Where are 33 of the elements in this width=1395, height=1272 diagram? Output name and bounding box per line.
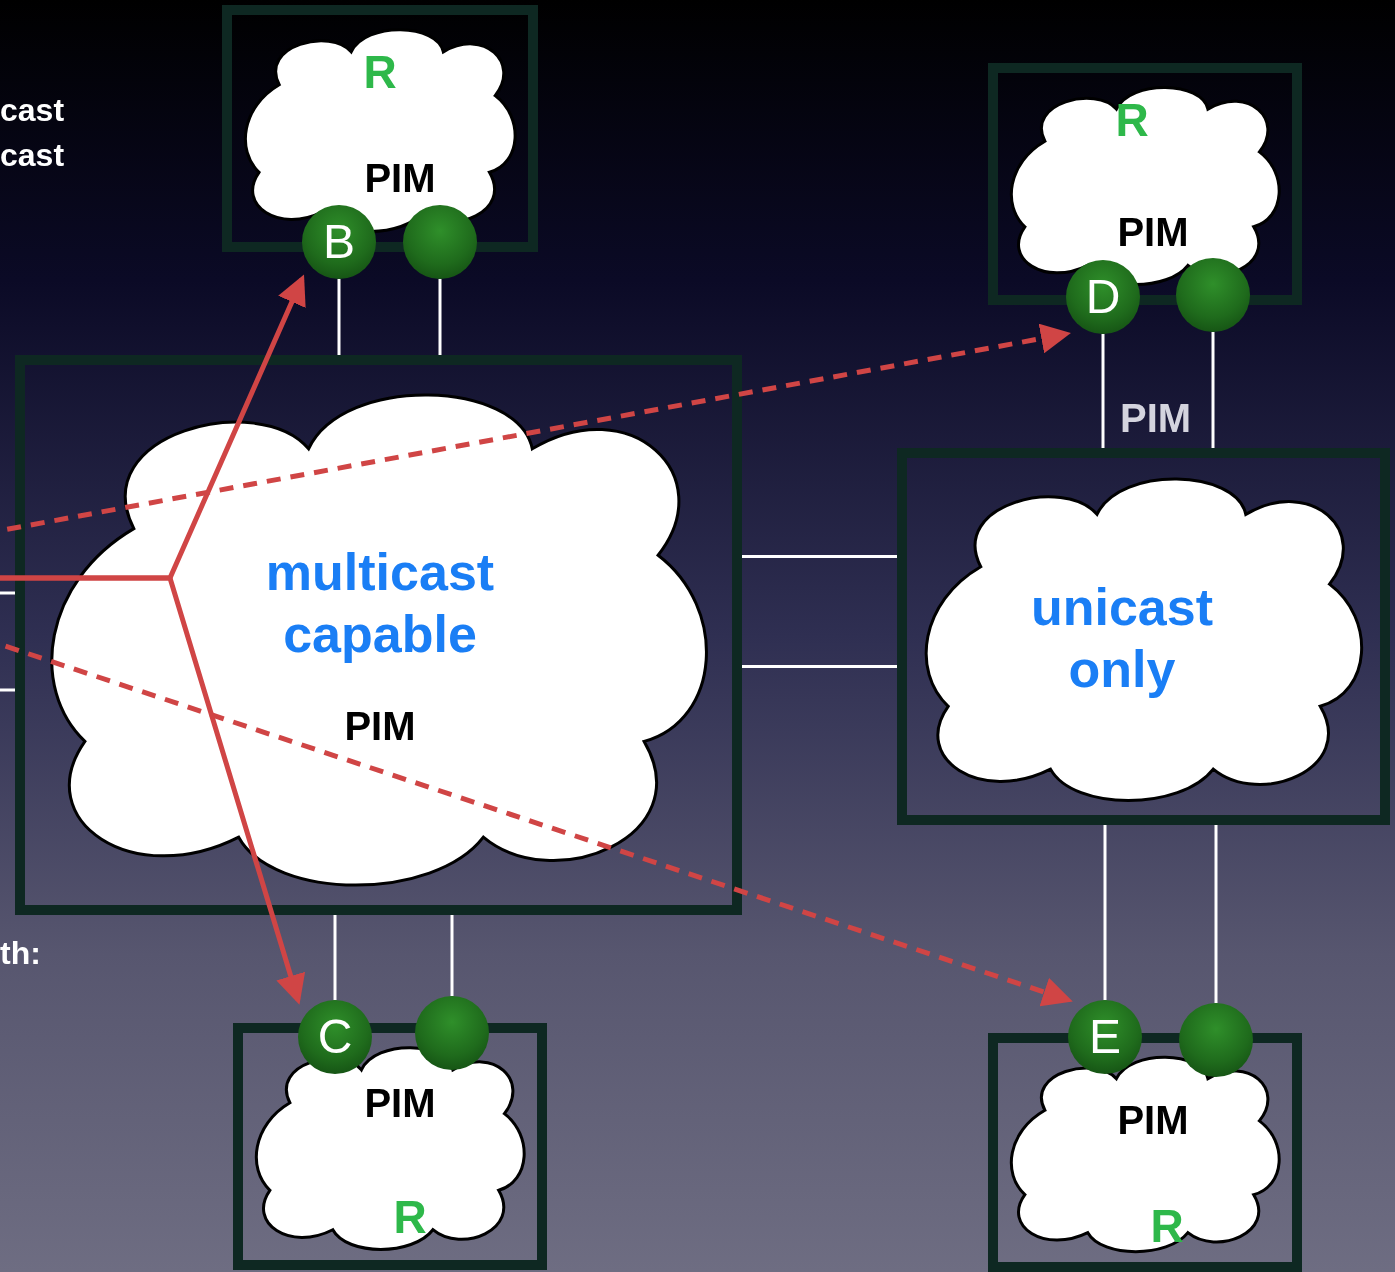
protocol-label: PIM	[363, 155, 437, 202]
arrow	[0, 575, 306, 1005]
link-line	[450, 915, 454, 996]
text-label: th:	[0, 935, 41, 972]
link-line	[1101, 334, 1105, 448]
link-line	[1214, 825, 1218, 1003]
link-line	[438, 279, 442, 355]
text-label: cast	[0, 137, 65, 174]
interface-circle: D	[1066, 260, 1140, 334]
link-line	[337, 279, 341, 355]
interface-circle: E	[1068, 1000, 1142, 1074]
router-letter: R	[362, 45, 398, 100]
link-line	[1103, 825, 1107, 1000]
interface-circle: C	[298, 1000, 372, 1074]
network-label: unicast only	[1029, 577, 1215, 701]
link-line	[742, 665, 897, 668]
router-letter: R	[392, 1190, 428, 1245]
text-label: PIM	[1120, 396, 1192, 441]
link-line	[742, 555, 897, 558]
protocol-label: PIM	[1116, 1097, 1190, 1144]
link-line	[0, 591, 15, 595]
router-letter: R	[1114, 93, 1150, 148]
network-label: multicast capable	[264, 542, 496, 666]
protocol-label: PIM	[1116, 209, 1190, 256]
protocol-label: PIM	[363, 1080, 437, 1127]
protocol-label: PIM	[343, 703, 417, 750]
interface-circle: B	[302, 205, 376, 279]
interface-circle	[1179, 1003, 1253, 1077]
text-label: cast	[0, 92, 65, 129]
link-line	[333, 915, 337, 1000]
link-line	[0, 688, 15, 692]
router-letter: R	[1149, 1199, 1185, 1254]
link-line	[1211, 332, 1215, 448]
